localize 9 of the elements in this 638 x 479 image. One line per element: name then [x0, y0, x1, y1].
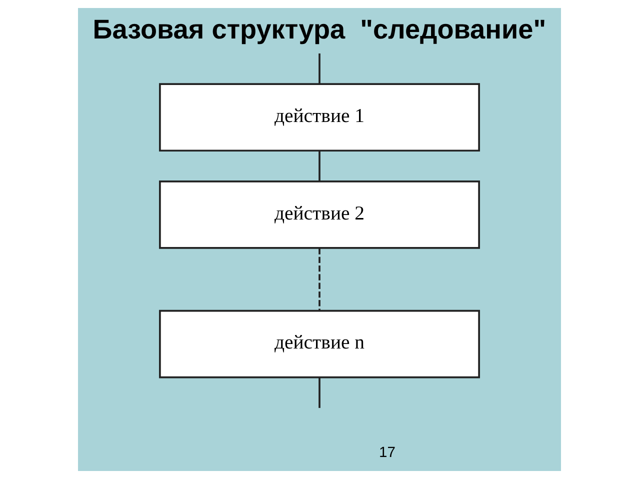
connector — [318, 377, 320, 408]
node-box: действие 1 — [158, 83, 480, 152]
connector — [318, 53, 320, 84]
diagram-title: Базовая структура "следование" — [92, 13, 546, 44]
label: 17 — [378, 444, 395, 461]
connector — [318, 150, 320, 182]
connector — [318, 248, 320, 311]
node-box: действие 2 — [158, 180, 480, 249]
node-box: действие n — [158, 310, 480, 378]
